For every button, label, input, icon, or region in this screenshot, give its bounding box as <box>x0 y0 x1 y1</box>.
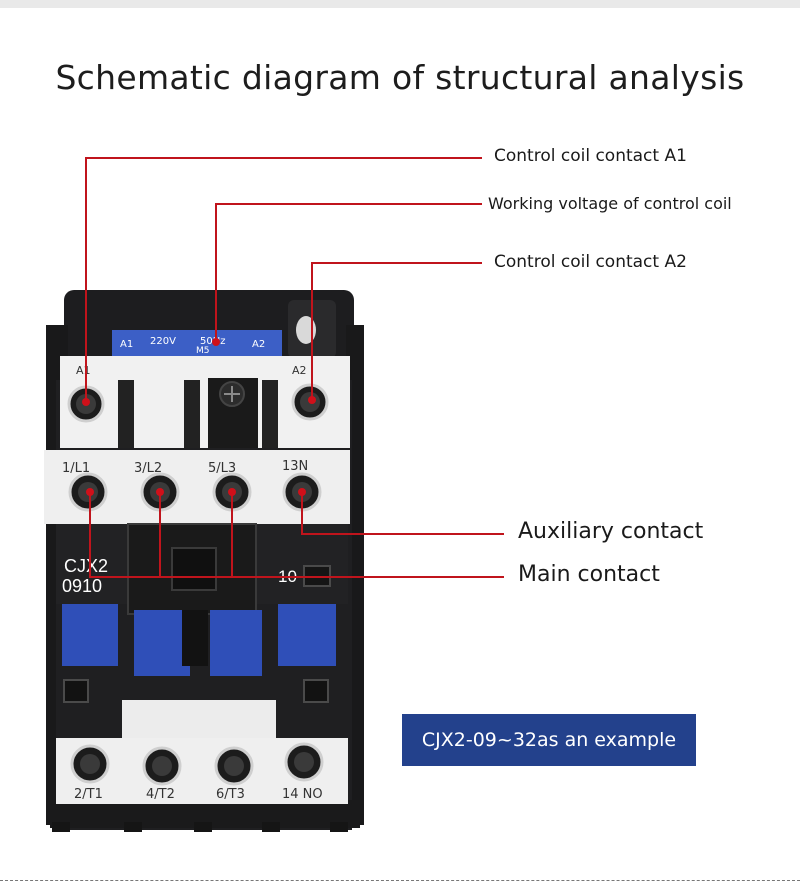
terminal-label-t1: 2/T1 <box>74 787 103 802</box>
terminal-label-t3: 6/T3 <box>216 787 245 802</box>
terminal-label-14no: 14 NO <box>282 787 323 802</box>
example-badge-label: CJX2-09~32as an example <box>421 729 677 751</box>
callout-coil-a1: Control coil contact A1 <box>494 146 687 166</box>
leader-coil-a1 <box>85 157 482 402</box>
leader-dot <box>82 398 90 406</box>
terminal-label-l3: 5/L3 <box>208 461 236 476</box>
terminal-label-13n: 13N <box>282 459 308 474</box>
foot <box>52 822 70 832</box>
leader-dot <box>156 488 164 496</box>
page-title: Schematic diagram of structural analysis <box>55 58 745 97</box>
terminal-t1-screw-head <box>80 754 100 774</box>
socket <box>303 679 329 703</box>
voltage-label-strip <box>112 330 282 356</box>
bottom-divider <box>0 880 800 881</box>
actuator-window <box>171 547 217 591</box>
leader-dot <box>86 488 94 496</box>
strip-a1: A1 <box>120 339 133 350</box>
terminal-14no-screw-head <box>294 752 314 772</box>
model-line-2: 0910 <box>62 576 102 596</box>
callout-auxiliary-contact: Auxiliary contact <box>518 519 704 544</box>
leader-main-l1 <box>89 492 504 578</box>
top-band <box>0 0 800 8</box>
strip-model-code: M5 <box>196 346 210 356</box>
coil-divider <box>118 380 134 448</box>
callout-coil-a2: Control coil contact A2 <box>494 252 687 272</box>
center-screw-slot <box>224 386 240 402</box>
leader-dot <box>298 488 306 496</box>
callout-coil-voltage: Working voltage of control coil <box>488 194 732 213</box>
blue-module <box>62 604 118 666</box>
leader-auxiliary <box>301 492 504 535</box>
terminal-t3-screw-head <box>224 756 244 776</box>
leader-coil-a2 <box>311 262 482 400</box>
foot <box>330 822 348 832</box>
socket <box>63 679 89 703</box>
actuator-frame <box>127 523 257 615</box>
blue-module <box>210 610 262 676</box>
terminal-label-t2: 4/T2 <box>146 787 175 802</box>
module-slot <box>182 610 208 666</box>
foot <box>124 822 142 832</box>
foot <box>194 822 212 832</box>
leader-dot <box>308 396 316 404</box>
coil-label-a1: A1 <box>76 364 91 377</box>
leader-dot <box>212 338 220 346</box>
leader-dot <box>228 488 236 496</box>
strip-a2: A2 <box>252 339 265 350</box>
terminal-label-l2: 3/L2 <box>134 461 162 476</box>
strip-voltage: 220V <box>150 336 176 347</box>
terminal-label-l1: 1/L1 <box>62 461 90 476</box>
blue-module <box>278 604 336 666</box>
blue-module <box>134 610 190 676</box>
example-badge: CJX2-09~32as an example <box>402 714 696 766</box>
coil-divider <box>184 380 200 448</box>
terminal-t2-screw-head <box>152 756 172 776</box>
foot <box>262 822 280 832</box>
leader-coil-voltage <box>215 203 482 342</box>
model-line-1: CJX2 <box>64 556 108 576</box>
coil-label-a2: A2 <box>292 364 307 377</box>
callout-main-contact: Main contact <box>518 562 660 587</box>
coil-divider <box>262 380 278 448</box>
